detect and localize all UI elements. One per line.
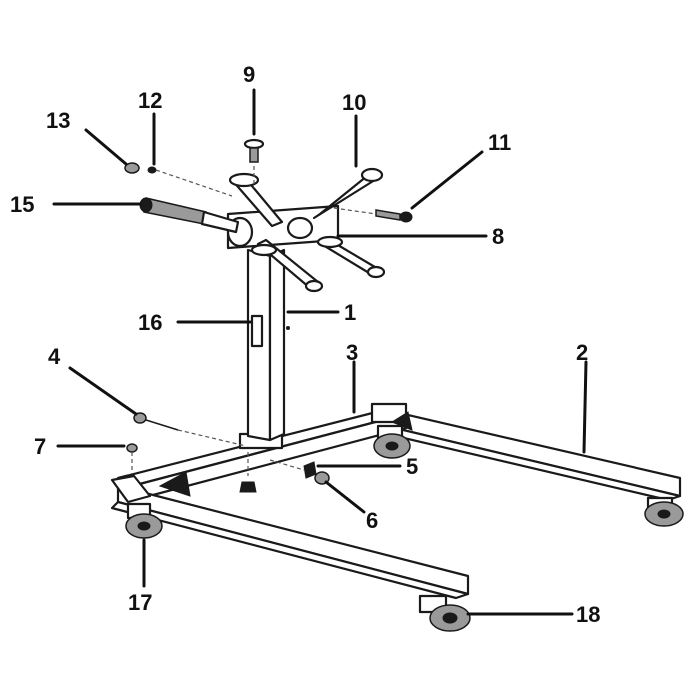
callout-5-label: 5	[406, 454, 418, 479]
callout-15-label: 15	[10, 192, 34, 217]
callout-16: 16	[138, 310, 252, 335]
callout-5: 5	[316, 454, 418, 479]
callout-9: 9	[243, 62, 256, 136]
bolt-9	[243, 138, 265, 188]
callout-11: 11	[410, 130, 511, 210]
callout-10: 10	[342, 90, 366, 168]
post-bolt	[239, 452, 257, 493]
caster-front-left	[125, 502, 163, 539]
nut-5	[303, 461, 317, 479]
callout-13-label: 13	[46, 108, 70, 133]
callout-3: 3	[346, 340, 358, 414]
caster-front-right	[418, 594, 471, 632]
caster-rear-right	[644, 496, 684, 527]
callout-6: 6	[324, 480, 378, 533]
upright-post	[238, 248, 290, 450]
nut-13	[124, 162, 140, 174]
callout-16-label: 16	[138, 310, 162, 335]
rotation-handle	[139, 197, 240, 234]
callout-18-label: 18	[576, 602, 600, 627]
gusset-plate	[158, 471, 191, 497]
mounting-arm-lower-right	[316, 235, 386, 279]
callout-15: 15	[10, 192, 142, 217]
callout-8-label: 8	[492, 224, 504, 249]
callout-1: 1	[286, 300, 356, 325]
caster-rear-left	[373, 424, 411, 459]
locking-pin-slot	[250, 314, 264, 348]
callout-6-label: 6	[366, 508, 378, 533]
callout-8: 8	[336, 224, 504, 249]
callout-11-label: 11	[488, 130, 511, 155]
callout-18: 18	[466, 602, 600, 627]
callout-7-label: 7	[34, 434, 46, 459]
pin-7	[126, 443, 138, 474]
callout-2: 2	[576, 340, 588, 454]
rotating-head	[226, 204, 340, 250]
mounting-arm-upper-right	[312, 167, 384, 220]
callout-7: 7	[34, 434, 126, 459]
callout-13: 13	[46, 108, 128, 166]
callout-3-label: 3	[346, 340, 358, 365]
bolt-12	[147, 166, 233, 197]
callout-17-label: 17	[128, 590, 152, 615]
left-end-bracket	[110, 474, 152, 504]
bolt-4	[133, 412, 247, 447]
mounting-arm-lower-left	[250, 238, 324, 293]
callout-2-label: 2	[576, 340, 588, 365]
bolt-11	[333, 207, 413, 223]
callout-10-label: 10	[342, 90, 366, 115]
bolt-6	[269, 459, 330, 485]
left-leg	[110, 484, 470, 600]
callout-17: 17	[128, 538, 152, 615]
callout-4: 4	[48, 344, 138, 416]
callout-12: 12	[138, 88, 162, 166]
callout-9-label: 9	[243, 62, 255, 87]
callout-4-label: 4	[48, 344, 61, 369]
callout-12-label: 12	[138, 88, 162, 113]
mounting-arm-upper-left	[228, 172, 284, 228]
callout-1-label: 1	[344, 300, 356, 325]
